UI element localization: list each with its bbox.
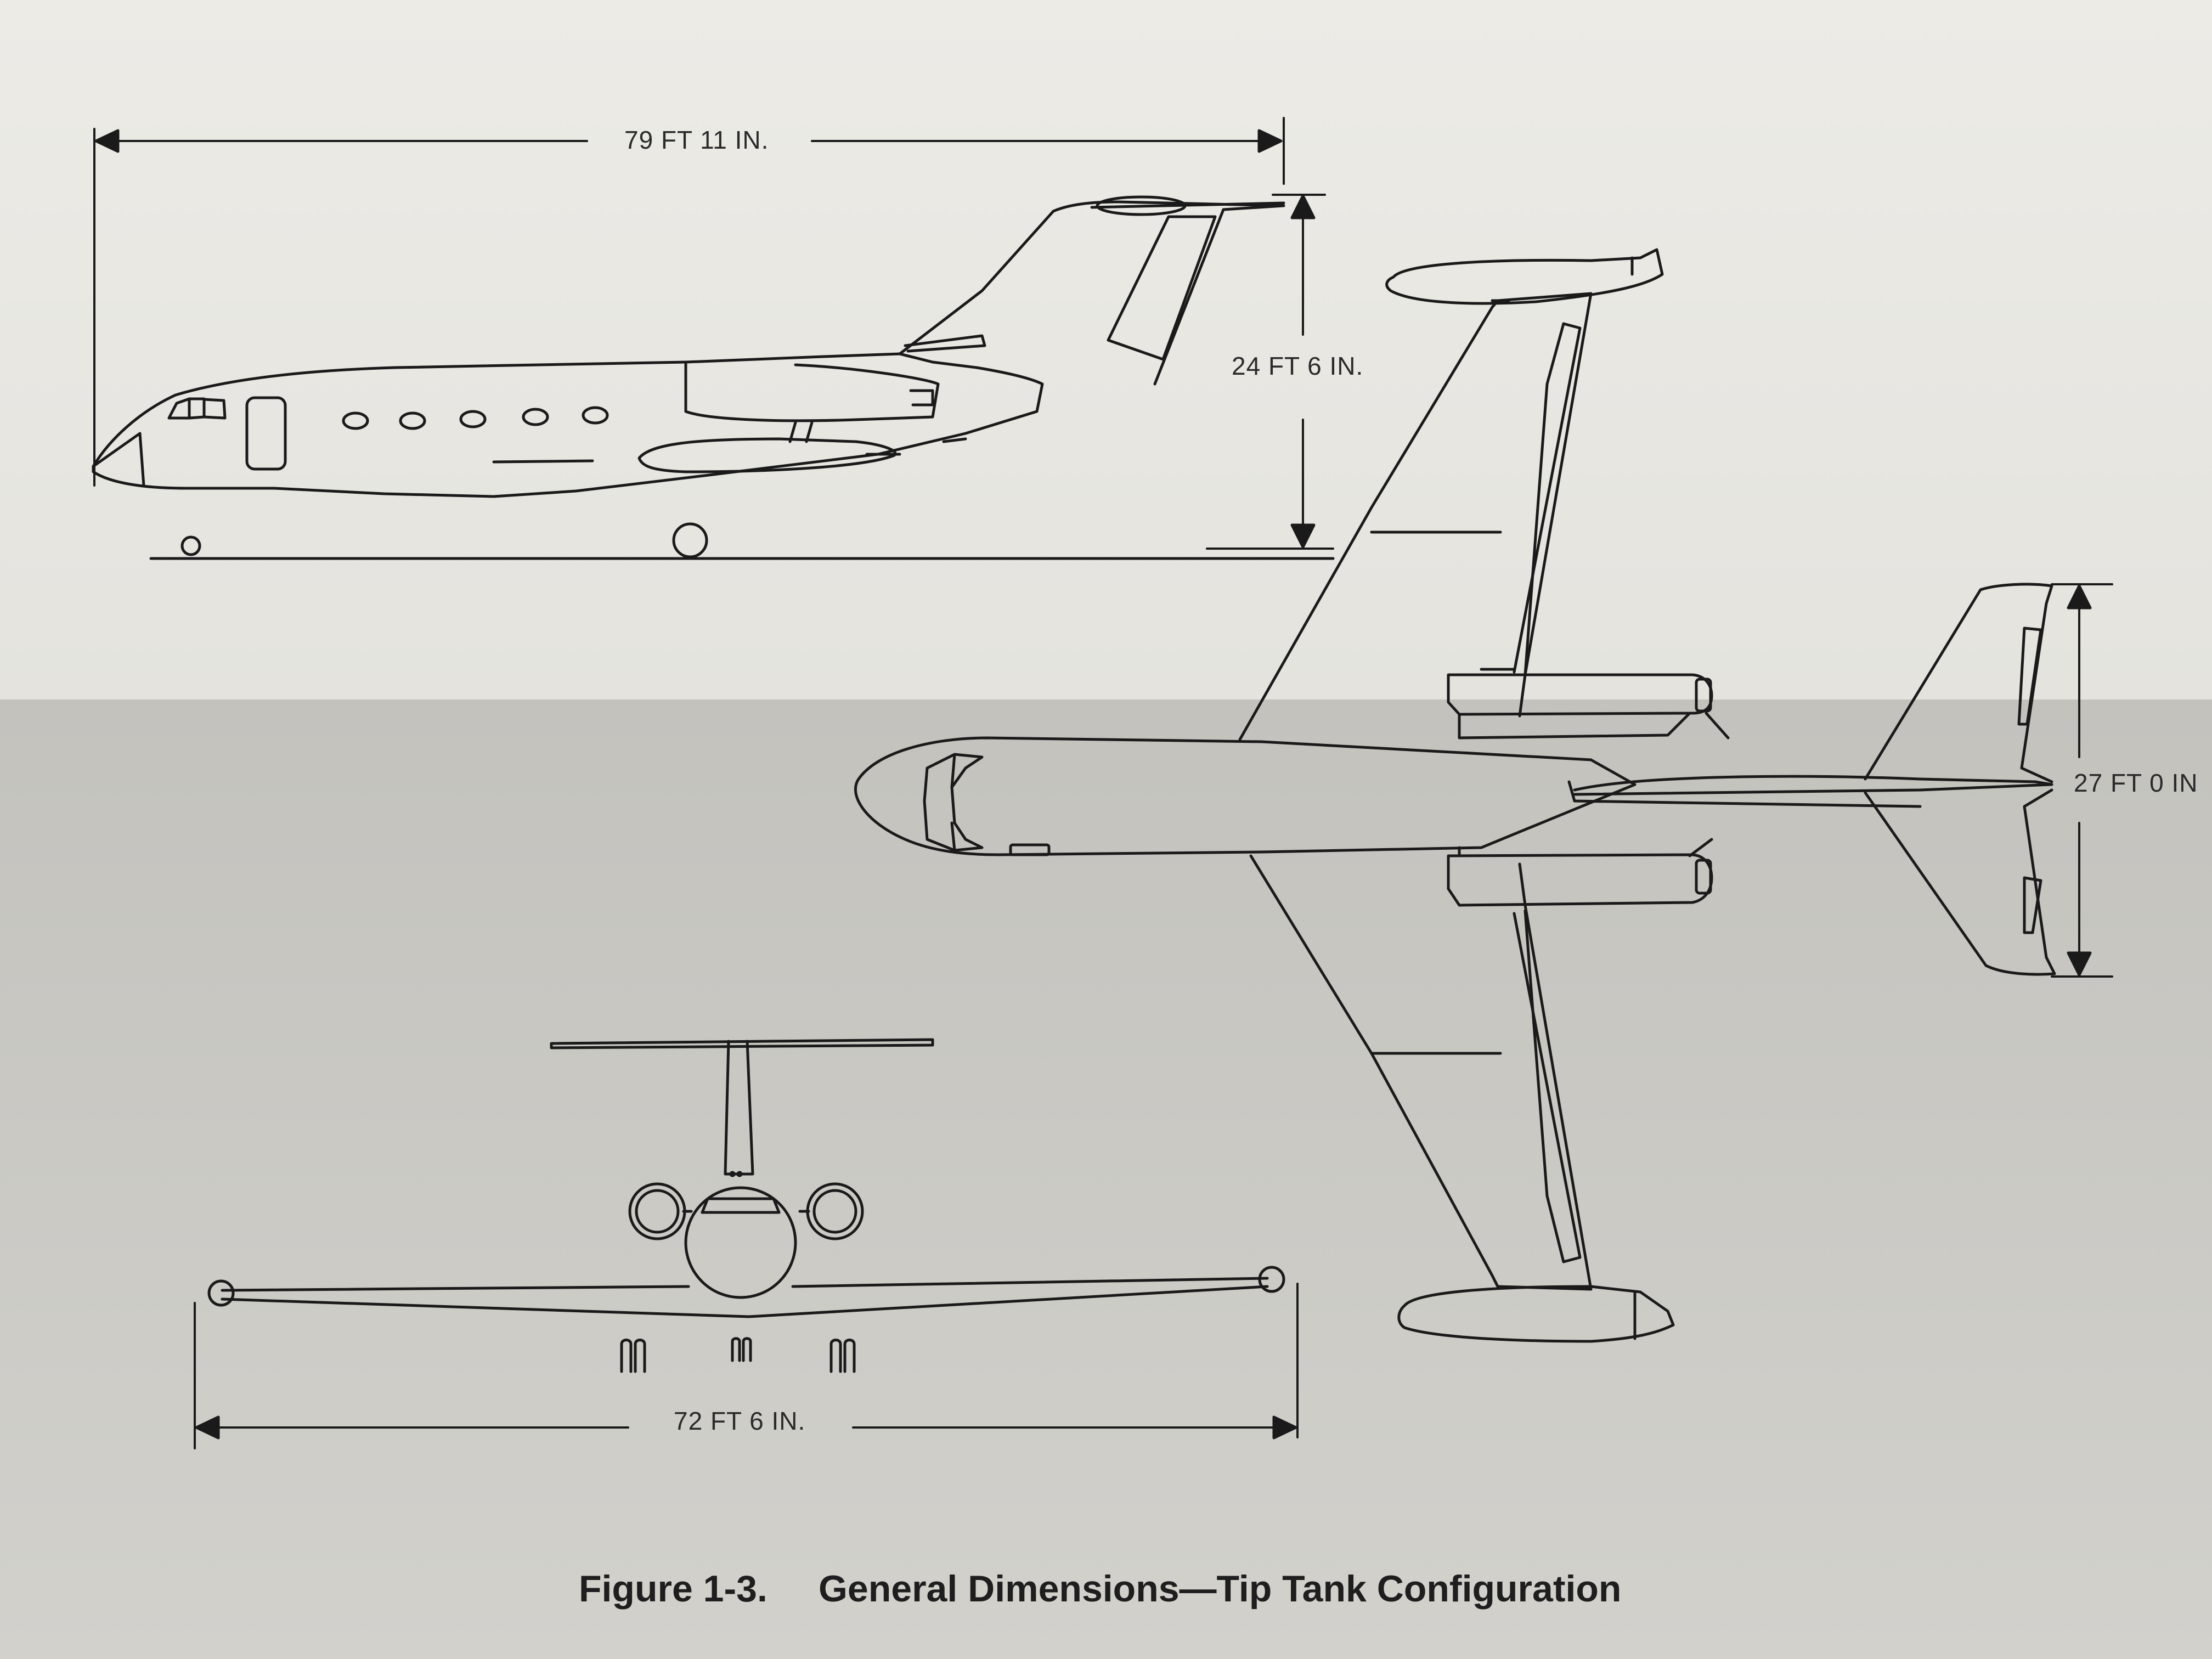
wingspan-dimension-label: 72 FT 6 IN. (674, 1407, 806, 1435)
length-dimension-line (93, 117, 1285, 487)
figure-number: Figure 1-3. (579, 1568, 768, 1610)
length-dimension-label: 79 FT 11 IN. (624, 126, 769, 154)
height-dimension-line (1206, 194, 1334, 550)
height-dimension-label: 24 FT 6 IN. (1232, 352, 1364, 380)
page-upper (0, 0, 2212, 699)
front-view (207, 1038, 1285, 1373)
wingspan-dimension-line (194, 1283, 1299, 1449)
top-view (854, 248, 2056, 1343)
tail-span-dimension-line (2051, 583, 2113, 978)
page-lower (0, 699, 2212, 1659)
tail-span-dimension-label: 27 FT 0 IN (2074, 769, 2198, 797)
side-view (92, 195, 1335, 560)
figure-title: General Dimensions—Tip Tank Configuratio… (819, 1568, 1622, 1610)
